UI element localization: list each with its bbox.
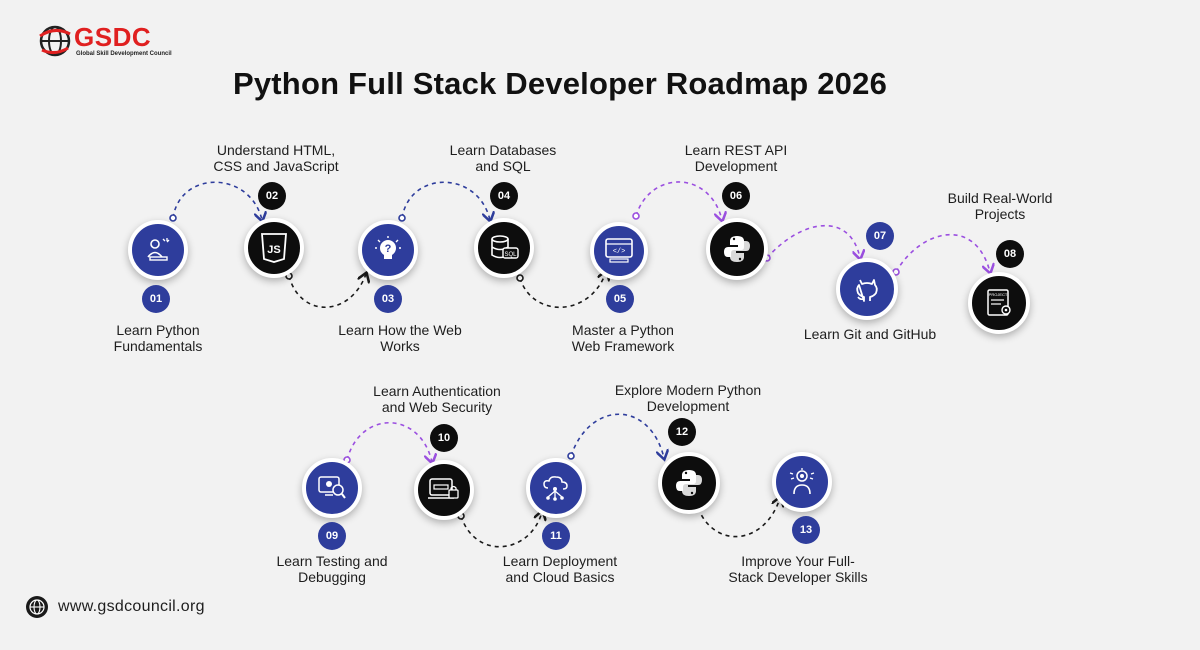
step-05-node: </> xyxy=(590,222,648,280)
connector-start-dot xyxy=(632,212,640,220)
connector-start-dot xyxy=(516,274,524,282)
step-07-label: Learn Git and GitHub xyxy=(803,326,937,342)
connector-4 xyxy=(519,272,606,309)
step-02-node: JS xyxy=(244,218,304,278)
step-07-node xyxy=(836,258,898,320)
step-10-node xyxy=(414,460,474,520)
footer: www.gsdcouncil.org xyxy=(26,596,205,618)
connector-7 xyxy=(895,233,990,272)
svg-text:</>: </> xyxy=(613,248,626,256)
step-02-badge: 02 xyxy=(258,182,286,210)
step-13-badge: 13 xyxy=(792,516,820,544)
step-03-badge: 03 xyxy=(374,285,402,313)
step-11-label: Learn Deployment and Cloud Basics xyxy=(502,553,618,585)
connector-11 xyxy=(697,498,780,538)
python-logo-icon xyxy=(676,470,702,496)
step-04-badge: 04 xyxy=(490,182,518,210)
connector-1 xyxy=(172,181,262,220)
gsdc-logo: GSDC Global Skill Development Council xyxy=(38,22,178,62)
svg-text:?: ? xyxy=(385,243,392,255)
lightbulb-question-icon: ? xyxy=(375,236,401,259)
step-08-label: Build Real-World Projects xyxy=(947,190,1053,222)
step-01-node xyxy=(128,220,188,280)
step-04-label: Learn Databases and SQL xyxy=(449,142,557,174)
connector-start-dot xyxy=(567,452,575,460)
connector-start-dot xyxy=(398,214,406,222)
logo-tagline: Global Skill Development Council xyxy=(76,51,172,57)
globe-icon xyxy=(26,596,48,618)
step-06-node xyxy=(706,218,768,280)
step-12-badge: 12 xyxy=(668,418,696,446)
connector-5 xyxy=(635,181,722,220)
step-12-label: Explore Modern Python Development xyxy=(614,382,762,414)
step-09-badge: 09 xyxy=(318,522,346,550)
bug-testing-icon xyxy=(318,476,346,499)
skills-growth-icon xyxy=(789,468,815,495)
step-11-node xyxy=(526,458,586,518)
website-link[interactable]: www.gsdcouncil.org xyxy=(58,598,205,615)
database-sql-icon: SQL xyxy=(491,235,519,259)
step-08-node: PROJECT xyxy=(968,272,1030,334)
step-03-node: ? xyxy=(358,220,418,280)
step-08-badge: 08 xyxy=(996,240,1024,268)
connector-2 xyxy=(288,274,366,309)
step-05-label: Master a Python Web Framework xyxy=(571,322,675,354)
cloud-deploy-icon xyxy=(543,476,568,501)
github-icon xyxy=(856,279,878,302)
connector-9 xyxy=(460,512,542,548)
connector-8 xyxy=(346,422,432,462)
step-13-label: Improve Your Full- Stack Developer Skill… xyxy=(728,553,868,585)
connector-start-dot xyxy=(169,214,177,222)
secure-login-icon xyxy=(428,478,459,499)
step-06-badge: 06 xyxy=(722,182,750,210)
svg-text:JS: JS xyxy=(267,244,280,256)
python-logo-icon xyxy=(724,236,750,262)
logo-wordmark: GSDC xyxy=(74,22,152,52)
javascript-icon: JS xyxy=(261,233,287,263)
connector-10 xyxy=(570,413,664,458)
step-04-node: SQL xyxy=(474,218,534,278)
step-09-label: Learn Testing and Debugging xyxy=(276,553,388,585)
step-10-badge: 10 xyxy=(430,424,458,452)
connector-3 xyxy=(401,181,490,220)
step-10-label: Learn Authentication and Web Security xyxy=(373,383,501,415)
step-06-label: Learn REST API Development xyxy=(684,142,788,174)
step-01-label: Learn Python Fundamentals xyxy=(113,322,203,354)
step-03-label: Learn How the Web Works xyxy=(338,322,462,354)
step-02-label: Understand HTML, CSS and JavaScript xyxy=(213,142,339,174)
step-07-badge: 07 xyxy=(866,222,894,250)
connector-6 xyxy=(766,224,860,258)
step-05-badge: 05 xyxy=(606,285,634,313)
step-01-badge: 01 xyxy=(142,285,170,313)
svg-text:SQL: SQL xyxy=(504,252,517,258)
globe-logo-icon xyxy=(39,25,71,57)
step-13-node xyxy=(772,452,832,512)
step-09-node xyxy=(302,458,362,518)
code-window-icon: </> xyxy=(605,238,633,263)
svg-text:PROJECT: PROJECT xyxy=(989,292,1008,297)
page-title: Python Full Stack Developer Roadmap 2026 xyxy=(232,66,888,101)
learner-reading-icon xyxy=(147,238,170,261)
step-11-badge: 11 xyxy=(542,522,570,550)
project-document-icon: PROJECT xyxy=(987,289,1011,316)
step-12-node xyxy=(658,452,720,514)
